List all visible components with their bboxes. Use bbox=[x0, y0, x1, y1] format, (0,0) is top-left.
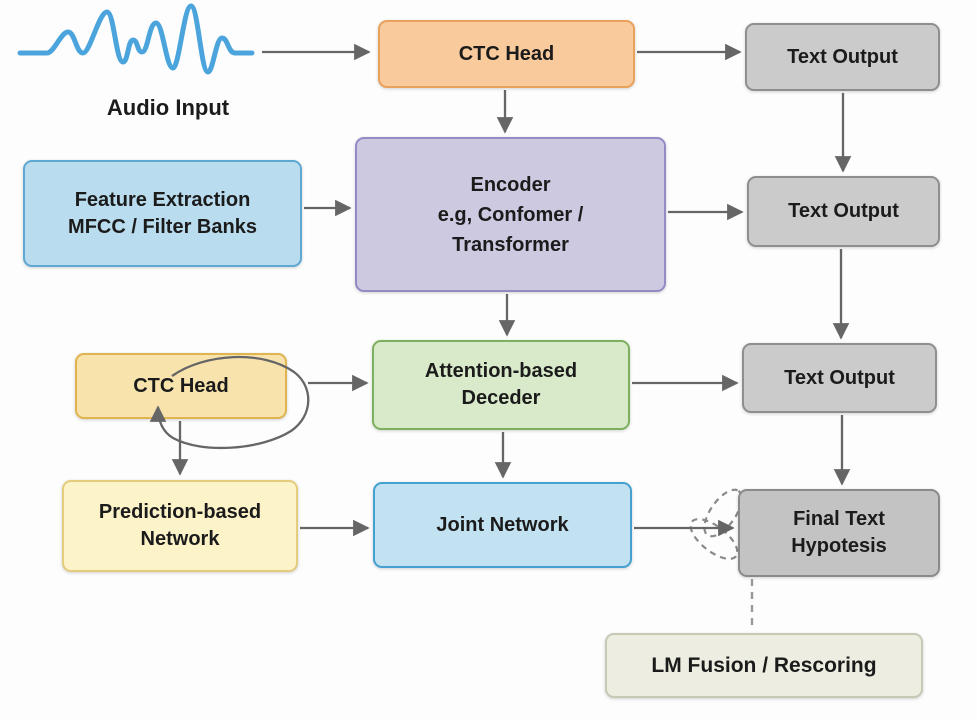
node-label-line1: Encoder bbox=[470, 173, 551, 196]
node-encoder: Encoder e.g, Confomer / Transformer bbox=[355, 137, 666, 292]
node-label-line2: Deceder bbox=[461, 387, 541, 409]
node-prediction-network: Prediction-based Network bbox=[62, 480, 298, 572]
dashed-loop-lower bbox=[689, 518, 739, 560]
node-final-hypothesis: Final Text Hypotesis bbox=[738, 489, 940, 577]
audio-waveform-icon bbox=[17, 3, 255, 75]
node-label-line1: Final Text bbox=[793, 508, 885, 530]
node-label-line1: Feature Extraction bbox=[74, 188, 251, 211]
node-text-output-2: Text Output bbox=[747, 176, 940, 247]
node-label: Joint Network bbox=[436, 513, 569, 536]
node-label: LM Fusion / Rescoring bbox=[651, 654, 877, 677]
node-label-line2: e.g, Confomer / bbox=[437, 203, 584, 226]
node-label-line1: Attention-based bbox=[424, 360, 578, 382]
node-label-line3: Transformer bbox=[452, 233, 569, 256]
node-label-line2: Network bbox=[140, 528, 220, 550]
node-text-output-1: Text Output bbox=[745, 23, 940, 91]
node-text-output-3: Text Output bbox=[742, 343, 937, 413]
node-label-line1: Prediction-based bbox=[98, 501, 262, 523]
node-label: CTC Head bbox=[133, 374, 229, 397]
node-label: Text Output bbox=[784, 366, 895, 389]
audio-input-label: Audio Input bbox=[106, 95, 230, 120]
node-ctc-head-top: CTC Head bbox=[378, 20, 635, 88]
node-label-line2: Hypotesis bbox=[791, 535, 887, 557]
node-ctc-head-2: CTC Head bbox=[75, 353, 287, 419]
node-joint-network: Joint Network bbox=[373, 482, 632, 568]
node-label: Text Output bbox=[787, 45, 898, 68]
node-label: CTC Head bbox=[458, 42, 555, 65]
node-label: Text Output bbox=[788, 200, 899, 222]
node-lm-fusion: LM Fusion / Rescoring bbox=[605, 633, 923, 698]
node-attention-decoder: Attention-based Deceder bbox=[372, 340, 630, 430]
node-feature-extraction: Feature Extraction MFCC / Filter Banks bbox=[23, 160, 302, 267]
node-label-line2: MFCC / Filter Banks bbox=[68, 215, 257, 238]
